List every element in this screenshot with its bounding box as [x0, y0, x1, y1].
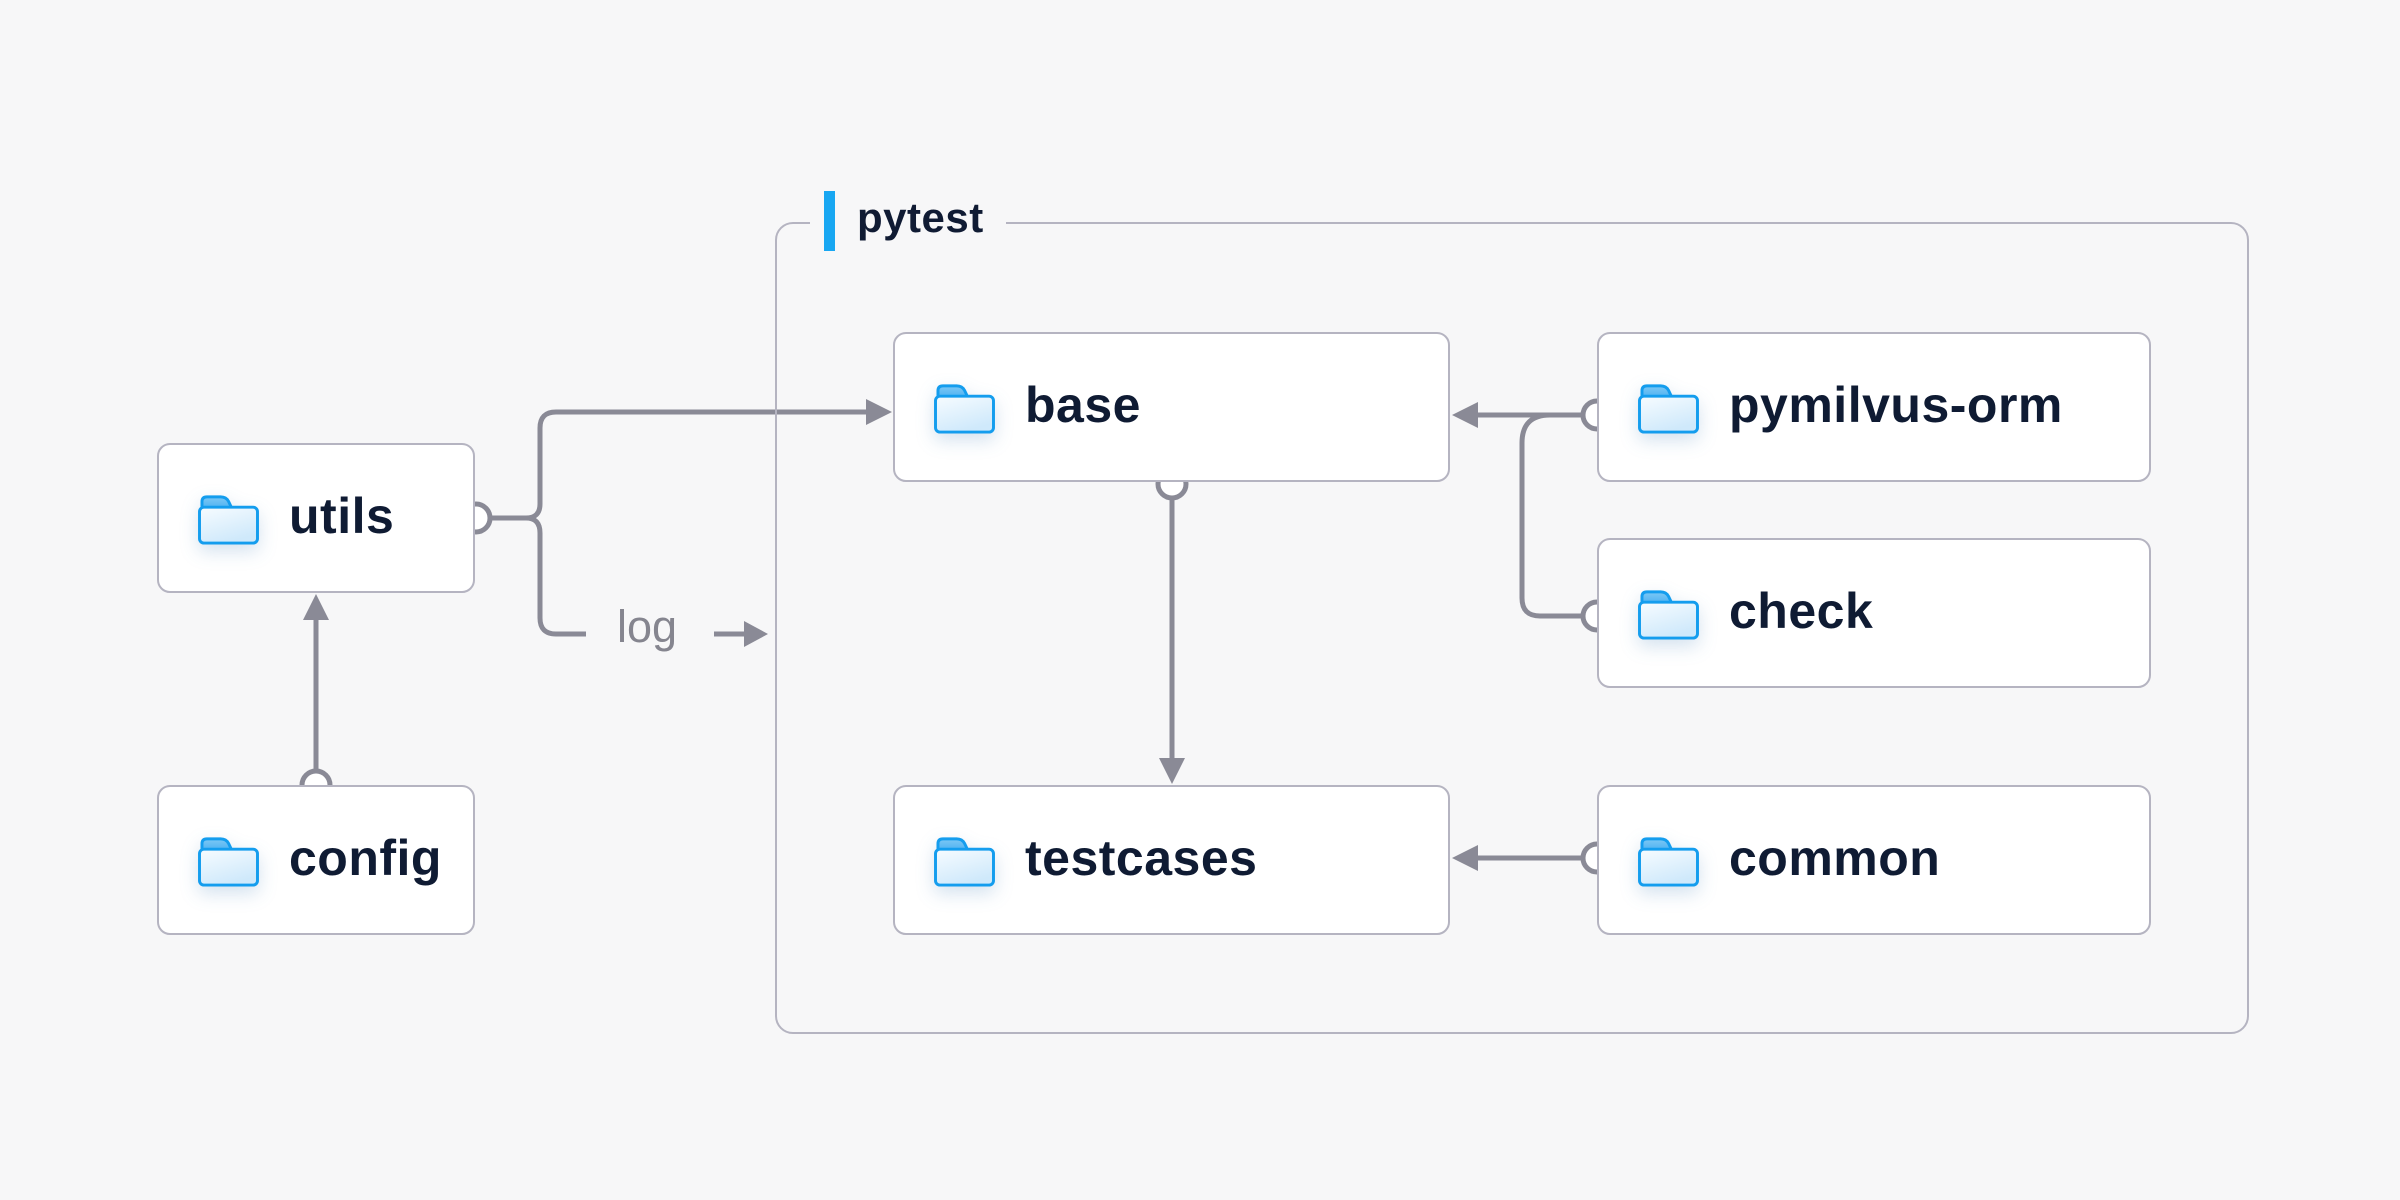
node-label: pymilvus-orm	[1729, 377, 2063, 433]
folder-icon	[198, 836, 259, 887]
container-title: pytest	[857, 194, 984, 241]
node-base: base	[893, 332, 1450, 482]
edge-label-log: log	[616, 601, 678, 652]
folder-icon	[934, 383, 995, 434]
folder-icon	[934, 836, 995, 887]
pytest-container-label: pytest	[810, 189, 1006, 253]
node-utils: utils	[157, 443, 475, 593]
folder-icon	[1638, 383, 1699, 434]
folder-icon	[1638, 836, 1699, 887]
node-config: config	[157, 785, 475, 935]
node-label: base	[1025, 377, 1141, 433]
node-testcases: testcases	[893, 785, 1450, 935]
folder-icon	[198, 494, 259, 545]
node-check: check	[1597, 538, 2151, 688]
pytest-container	[775, 222, 2249, 1034]
node-pymilvus-orm: pymilvus-orm	[1597, 332, 2151, 482]
node-label: check	[1729, 583, 1874, 639]
node-label: common	[1729, 830, 1941, 886]
folder-icon	[1638, 589, 1699, 640]
accent-bar	[824, 191, 835, 251]
node-label: config	[289, 830, 442, 886]
node-label: testcases	[1025, 830, 1258, 886]
edge-config-utils	[299, 594, 333, 802]
node-common: common	[1597, 785, 2151, 935]
node-label: utils	[289, 488, 395, 544]
edge-log-container	[714, 621, 768, 647]
